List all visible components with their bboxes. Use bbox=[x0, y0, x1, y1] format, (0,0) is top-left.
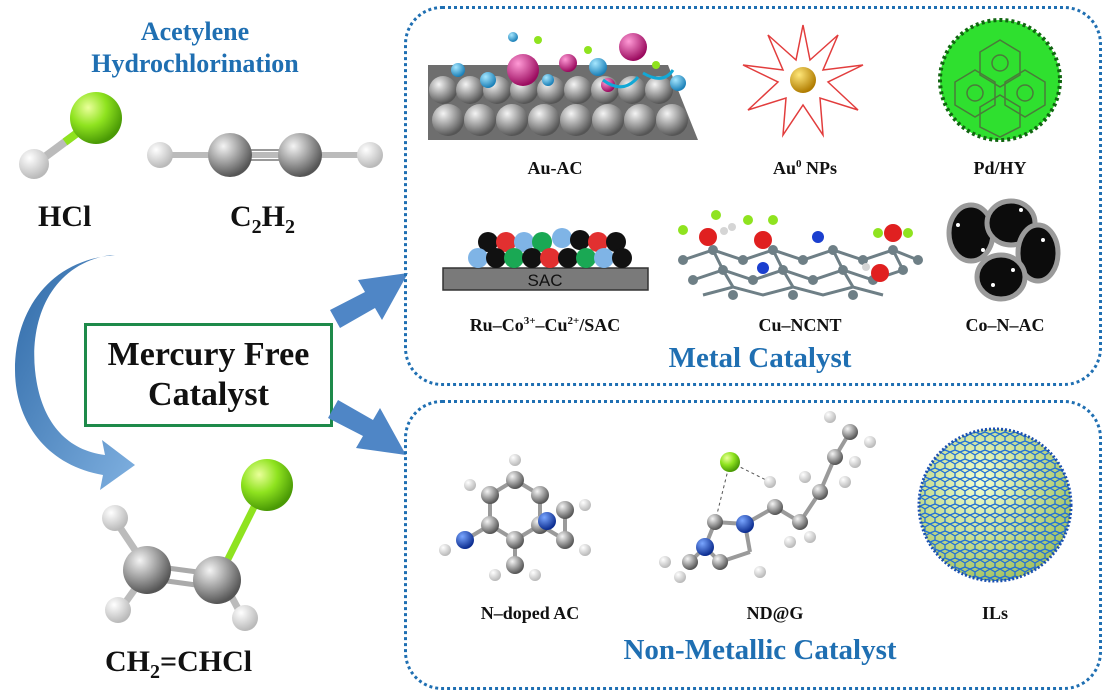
metal-catalyst-panel bbox=[404, 6, 1102, 386]
metal-catalyst-title: Metal Catalyst bbox=[668, 342, 852, 374]
mercury-free-catalyst-label: Mercury Free Catalyst bbox=[107, 336, 310, 413]
metal-label-au-ac: Au-AC bbox=[527, 158, 583, 178]
metal-label-au-nps: Au0 NPs bbox=[772, 158, 837, 178]
arrow-to-metal-icon bbox=[330, 273, 408, 328]
nonmetal-label-nd-g: ND@G bbox=[746, 603, 804, 623]
pd-hy-zeolite-icon bbox=[938, 18, 1062, 142]
nonmetal-label-ils: ILs bbox=[981, 603, 1008, 623]
arrow-to-nonmetal-icon bbox=[328, 400, 406, 455]
sac-text: SAC bbox=[528, 271, 563, 290]
reaction-curved-arrow-icon bbox=[15, 255, 135, 490]
cu-ncnt-structure-icon bbox=[678, 210, 923, 300]
acetylene-molecule-icon bbox=[147, 133, 383, 177]
metal-label-ru-co-cu-sac: Ru–Co3+–Cu2+/SAC bbox=[469, 315, 621, 335]
reaction-title: Acetylene Hydrochlorination bbox=[90, 16, 300, 80]
product-label: CH2=CHCl bbox=[105, 645, 253, 683]
n-doped-ac-molecule-icon bbox=[439, 454, 591, 581]
co-n-ac-particles-icon bbox=[946, 198, 1061, 302]
metal-label-co-n-ac: Co–N–AC bbox=[965, 315, 1045, 335]
au-nanoparticle-icon bbox=[742, 24, 864, 138]
au-ac-structure-icon bbox=[428, 32, 698, 140]
title-line-1: Acetylene bbox=[140, 17, 250, 46]
ils-fullerene-icon bbox=[917, 427, 1073, 583]
metal-label-pd-hy: Pd/HY bbox=[973, 158, 1027, 178]
reactant-hcl-label: HCl bbox=[38, 200, 92, 233]
mercury-free-catalyst-box: Mercury Free Catalyst bbox=[84, 323, 333, 427]
nonmetal-label-n-doped-ac: N–doped AC bbox=[480, 603, 580, 623]
metal-label-cu-ncnt: Cu–NCNT bbox=[758, 315, 842, 335]
nd-g-molecule-icon bbox=[659, 411, 876, 583]
nonmetal-catalyst-title: Non-Metallic Catalyst bbox=[623, 634, 897, 666]
reactant-c2h2-label: C2H2 bbox=[230, 200, 296, 238]
nonmetal-catalyst-panel bbox=[404, 400, 1102, 690]
title-line-2: Hydrochlorination bbox=[91, 49, 299, 78]
vinyl-chloride-molecule-icon bbox=[102, 459, 293, 631]
sac-support-icon: SAC bbox=[442, 228, 649, 291]
hcl-molecule-icon bbox=[19, 92, 122, 179]
